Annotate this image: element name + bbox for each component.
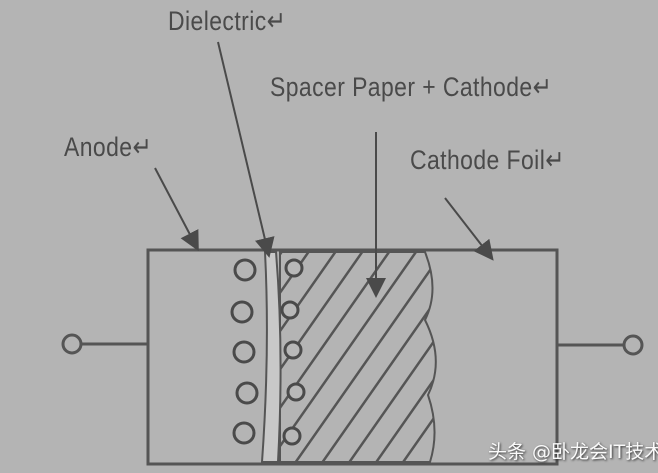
anode-label: Anode↵ — [64, 132, 153, 162]
dielectric-arrow — [217, 41, 275, 258]
watermark: 头条 @卧龙会IT技术 — [488, 441, 658, 463]
left-terminal — [61, 333, 148, 355]
cathode-particles — [280, 258, 306, 446]
right-terminal-icon — [622, 334, 644, 356]
left-terminal-icon — [61, 333, 83, 355]
dielectric-layer — [260, 251, 282, 463]
hatched-spacer-region — [279, 251, 437, 463]
spacer-label: Spacer Paper + Cathode↵ — [270, 72, 553, 102]
capacitor-box — [146, 248, 559, 466]
anode-particles — [230, 258, 259, 445]
cathode-foil-arrow — [444, 197, 494, 261]
anode-arrow — [154, 167, 199, 252]
cathode-foil-label: Cathode Foil↵ — [410, 145, 565, 175]
right-terminal — [557, 334, 644, 356]
dielectric-label: Dielectric↵ — [168, 6, 287, 36]
